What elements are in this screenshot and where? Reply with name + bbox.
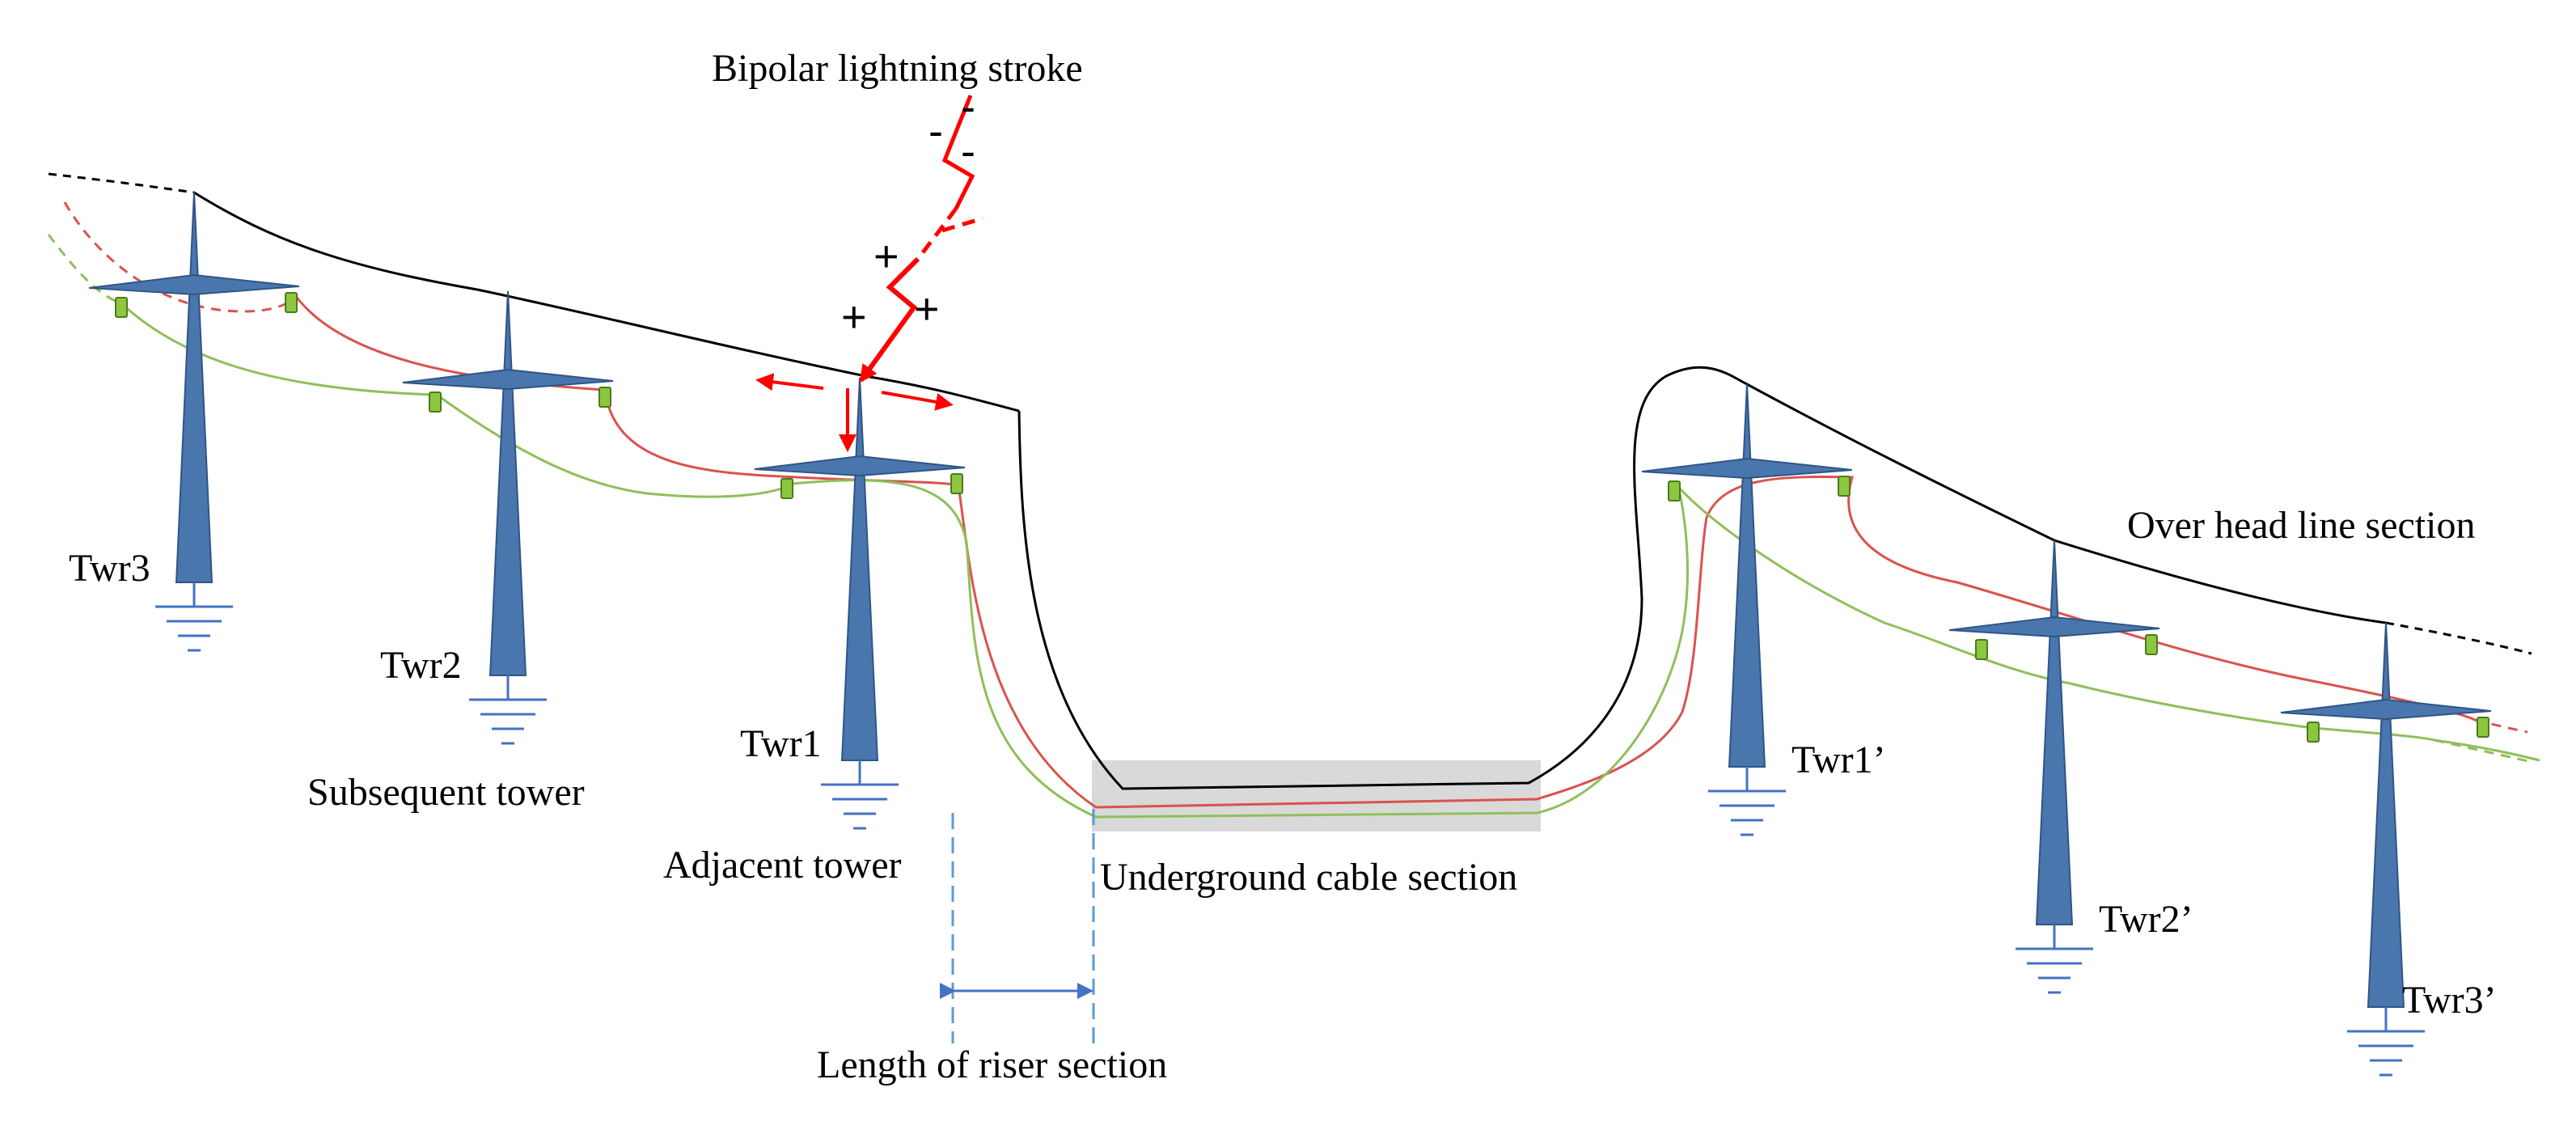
- section-label-riser: Length of riser section: [817, 1043, 1167, 1086]
- shield-wire-dashed-left: [48, 172, 195, 194]
- ground-symbol-icon: [2347, 1007, 2425, 1077]
- phase-green-dashed-left: [47, 234, 122, 305]
- ground-symbol-icon: [1708, 767, 1786, 836]
- ground-symbol-icon: [2016, 925, 2093, 994]
- towers-group: [88, 192, 2492, 1077]
- tower-cross-arm: [2280, 698, 2492, 721]
- insulator-icon: [780, 478, 793, 499]
- insulator-icon: [599, 387, 611, 408]
- tower-cross-arm: [88, 273, 300, 296]
- shield-wire-riser-left: [1017, 366, 1748, 790]
- tower-icon-twr1-prime: [1641, 383, 1853, 836]
- section-label-underground: Underground cable section: [1100, 856, 1517, 899]
- shield-wire-dashed-right: [2385, 621, 2532, 655]
- phase-green-left: [120, 302, 2540, 819]
- tower-mast: [1728, 383, 1766, 768]
- tower-caption-subsequent: Subsequent tower: [307, 771, 585, 814]
- tower-mast: [175, 192, 214, 583]
- tower-caption-adjacent: Adjacent tower: [663, 844, 902, 887]
- section-label-overhead: Over head line section: [2127, 504, 2476, 547]
- stroke-title: Bipolar lightning stroke: [712, 47, 1083, 90]
- tower-mast: [2367, 622, 2405, 1008]
- tower-cross-arm: [754, 455, 966, 477]
- lightning-bolt-icon: [859, 95, 983, 383]
- tower-icon-twr3-prime: [2280, 622, 2492, 1077]
- insulator-icon: [2307, 722, 2320, 743]
- tower-icon-twr1: [754, 377, 966, 830]
- tower-mast: [489, 290, 527, 676]
- shield-wire-left: [193, 191, 1020, 413]
- charge-neg-1: -: [928, 107, 943, 155]
- tower-icon-twr2-prime: [1948, 540, 2160, 994]
- tower-label-twr2-prime: Twr2’: [2099, 898, 2193, 941]
- underground-cable-box: [1092, 760, 1541, 832]
- ground-symbol-icon: [821, 760, 899, 830]
- tower-cross-arm: [402, 368, 614, 391]
- current-arrow-right: [881, 391, 954, 411]
- insulator-icon: [950, 473, 963, 494]
- insulator-icon: [2477, 717, 2489, 738]
- tower-cross-arm: [1641, 457, 1853, 480]
- insulator-icon: [285, 292, 298, 313]
- tower-label-twr3-prime: Twr3’: [2402, 979, 2497, 1022]
- charge-neg-2: -: [961, 83, 975, 131]
- tower-label-twr3: Twr3: [69, 547, 150, 590]
- tower-label-twr2: Twr2: [380, 644, 462, 687]
- tower-label-twr1-prime: Twr1’: [1791, 739, 1886, 781]
- charge-pos-3: +: [914, 285, 940, 333]
- insulator-icon: [429, 391, 442, 413]
- ground-symbol-icon: [469, 675, 547, 745]
- insulator-icon: [1975, 639, 1988, 660]
- phase-green-dashed-right: [2434, 739, 2532, 764]
- charge-pos-2: +: [841, 293, 867, 341]
- tower-icon-twr2: [402, 290, 614, 745]
- tower-mast: [2035, 540, 2074, 925]
- insulator-icon: [1838, 476, 1851, 497]
- insulator-icon: [1668, 480, 1681, 502]
- charge-neg-3: -: [961, 127, 975, 176]
- phase-red-left: [294, 294, 2476, 809]
- ground-symbol-icon: [155, 582, 233, 652]
- current-arrow-left: [755, 373, 824, 391]
- tower-icon-twr3: [88, 192, 300, 652]
- tower-label-twr1: Twr1: [740, 722, 822, 765]
- insulator-icon: [115, 297, 128, 318]
- charge-pos-1: +: [873, 232, 899, 281]
- phase-red-dashed-left: [63, 201, 297, 313]
- tower-cross-arm: [1948, 616, 2160, 638]
- insulator-icon: [2145, 634, 2158, 655]
